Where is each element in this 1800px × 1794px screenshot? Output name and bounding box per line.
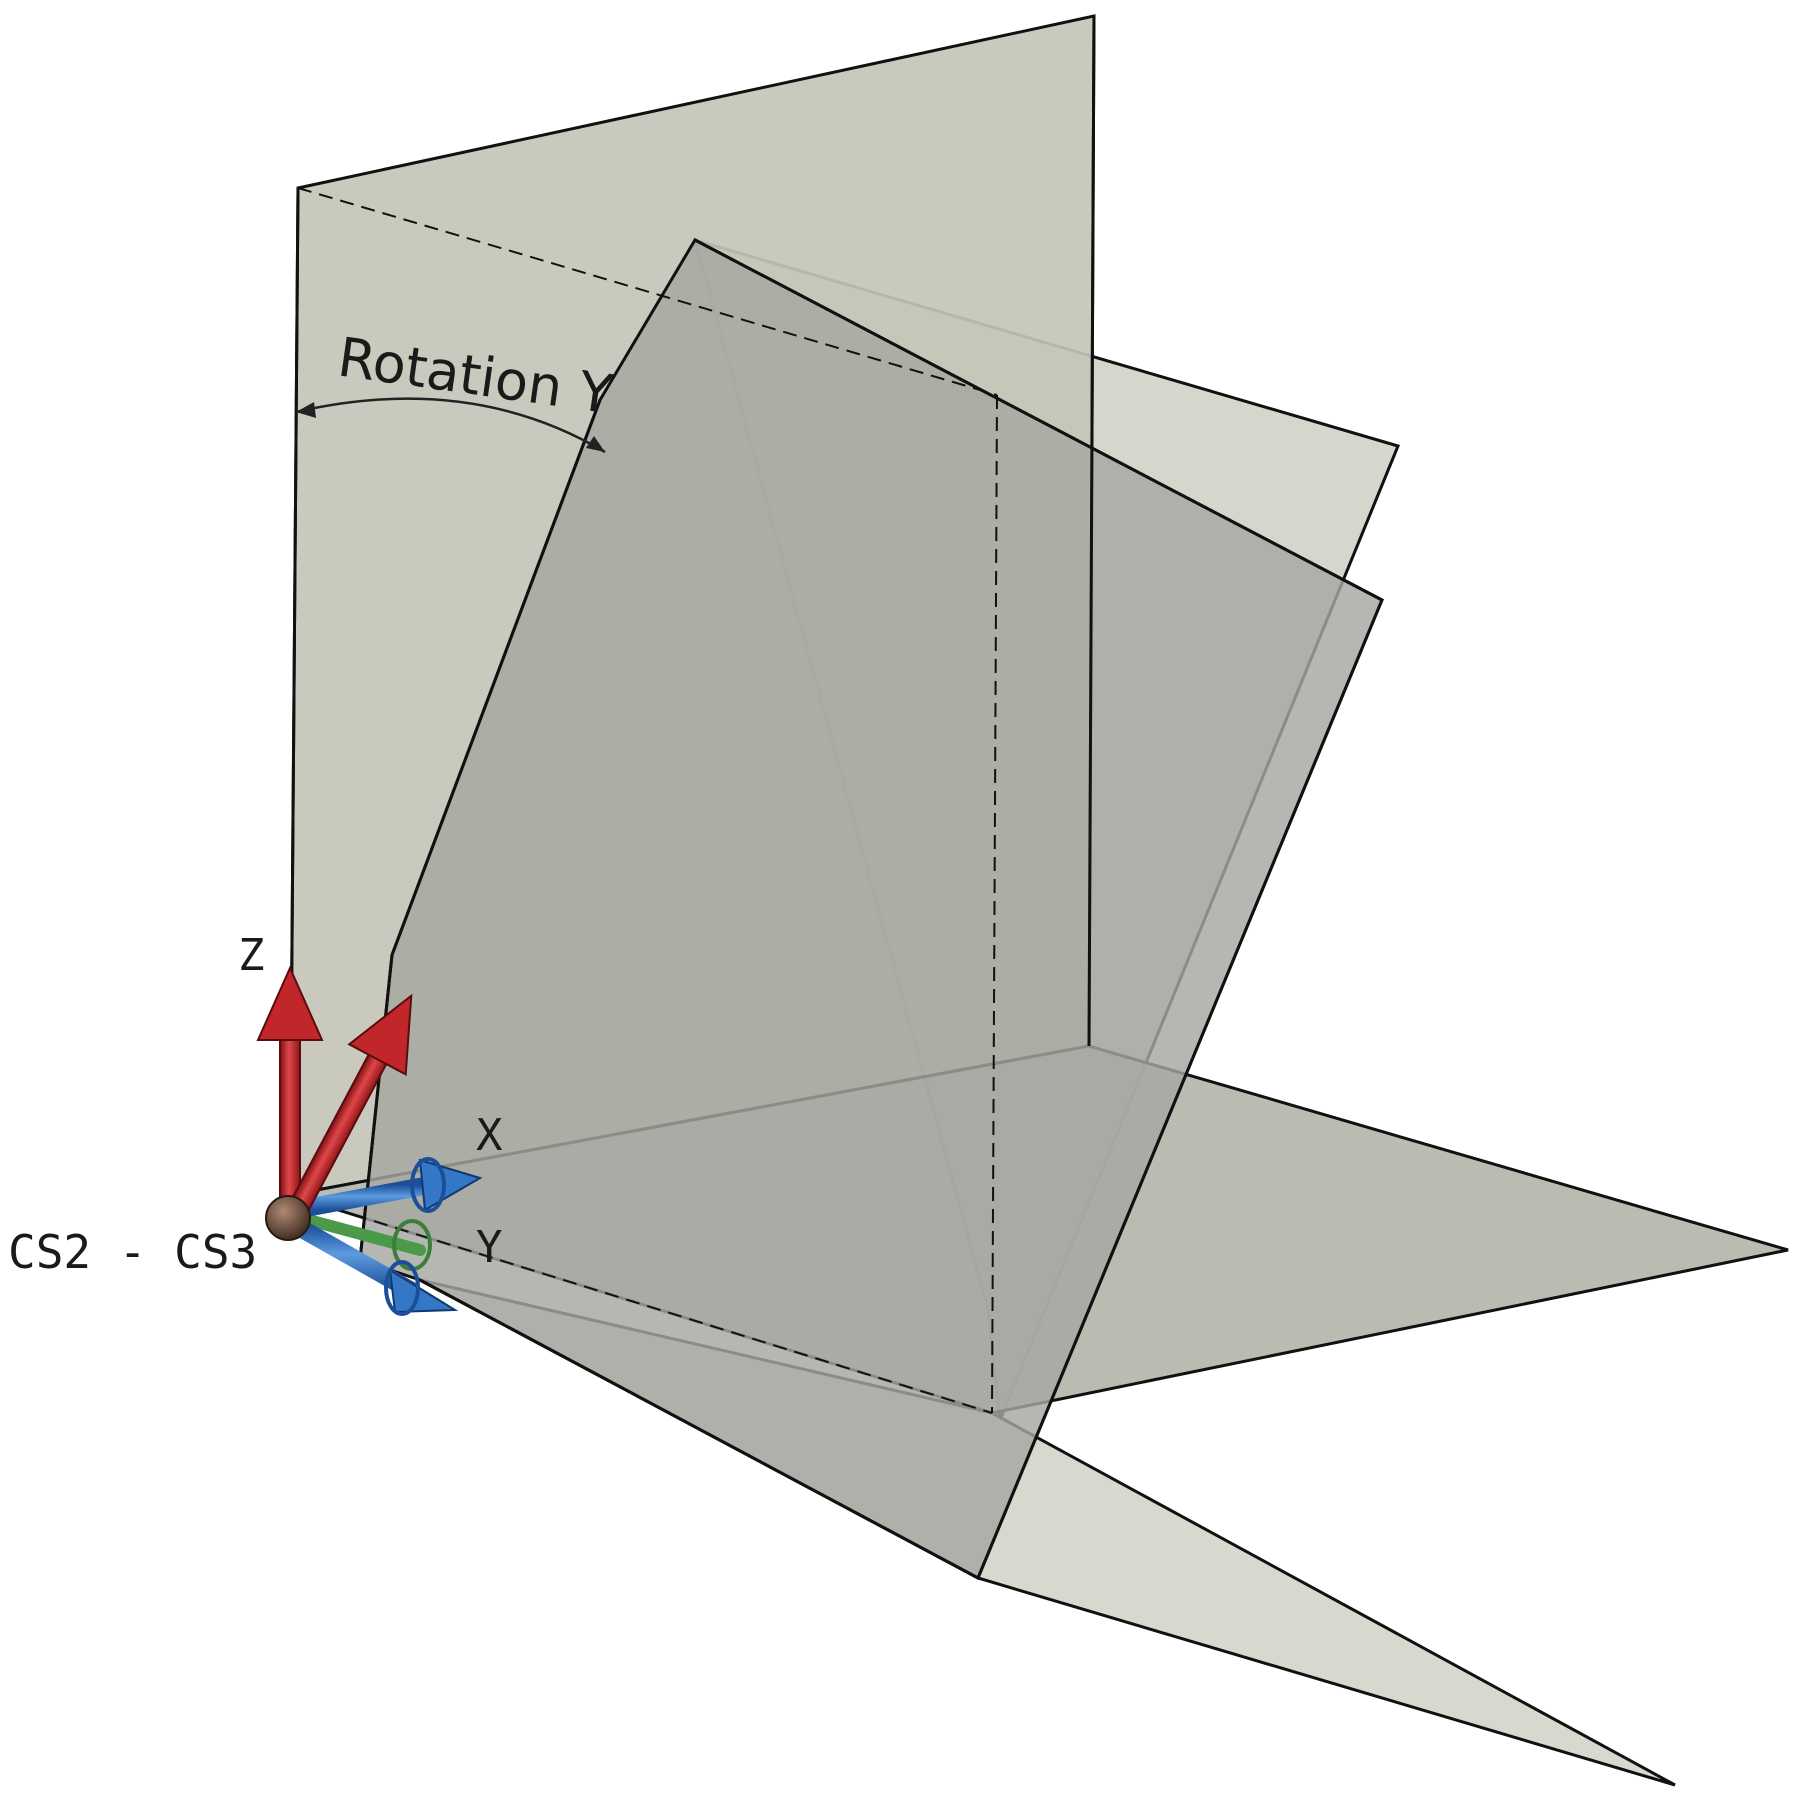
rotation-arc-arrow-left: [296, 402, 316, 418]
z-axis-shaft: [279, 1029, 301, 1211]
rotation-arc: [295, 397, 606, 454]
hidden-edge-top: [297, 187, 998, 396]
rotated-x-axis-ring-icon: [384, 1260, 420, 1316]
y-axis-label: Y: [476, 1222, 503, 1273]
z-axis-label: Z: [238, 930, 265, 981]
z-axis-arrowhead-icon: [256, 965, 324, 1041]
origin-point-icon: [265, 1195, 311, 1241]
rotated-z-axis-arrowhead-icon: [347, 993, 413, 1076]
rotated-plane-edge: [358, 399, 602, 1261]
hidden-edge-floor: [289, 1194, 993, 1414]
rotated-z-axis: [287, 993, 413, 1216]
hidden-edge-vertical: [991, 394, 998, 1414]
x-axis-shaft: [286, 1176, 439, 1219]
x-axis-ring-icon: [410, 1157, 446, 1213]
vertical-plane-right-edge: [1087, 15, 1096, 1047]
rotation-arc-arrow-right: [586, 436, 605, 452]
rotated-plane-top-edge: [419, 238, 1384, 1581]
rotated-x-axis-arrowhead-icon: [388, 1268, 459, 1314]
x-axis-label: X: [476, 1110, 503, 1161]
coordinate-system-label: CS2 - CS3: [8, 1225, 257, 1279]
y-axis-shaft: [284, 1209, 426, 1256]
x-axis-arrowhead-icon: [418, 1158, 483, 1212]
